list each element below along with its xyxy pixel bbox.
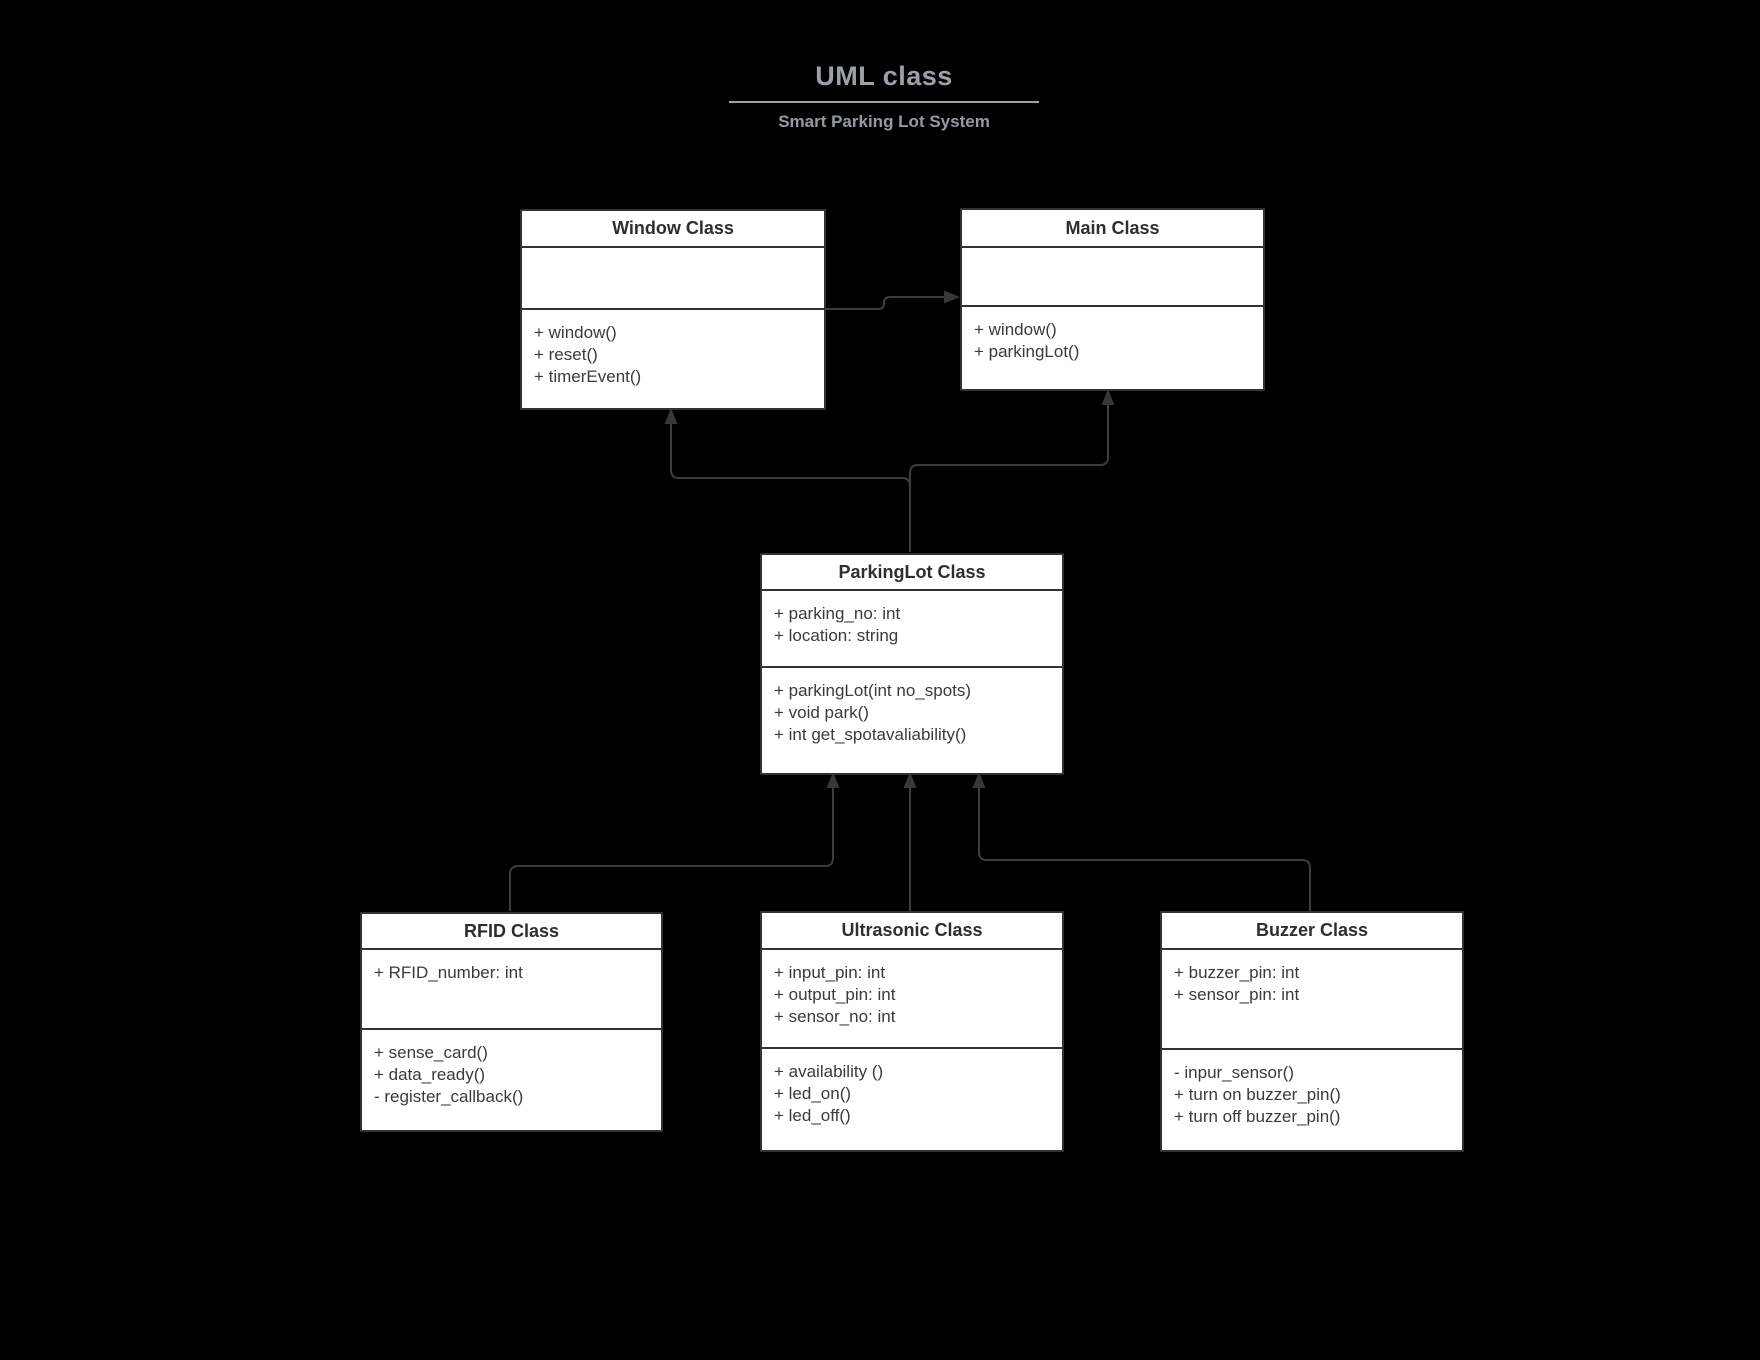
method-line: + int get_spotavaliability() xyxy=(774,725,967,744)
page-title: UML class xyxy=(815,61,953,91)
attribute-line: + input_pin: int xyxy=(774,963,886,982)
method-line: + reset() xyxy=(534,345,598,364)
method-line: + window() xyxy=(534,323,617,342)
method-line: + data_ready() xyxy=(374,1065,486,1084)
class-box-ultrasonic: Ultrasonic Class + input_pin: int + output… xyxy=(760,911,1064,1152)
attribute-line: + sensor_no: int xyxy=(774,1007,896,1026)
class-window-methods: + window() + reset() + timerEvent() xyxy=(522,310,824,408)
method-line: + turn off buzzer_pin() xyxy=(1174,1107,1341,1126)
attribute-line: + sensor_pin: int xyxy=(1174,985,1300,1004)
class-title-rfid: RFID Class xyxy=(362,914,661,950)
method-line: + parkingLot() xyxy=(974,342,1080,361)
method-line: - register_callback() xyxy=(374,1087,524,1106)
class-box-rfid: RFID Class + RFID_number: int + sense_card… xyxy=(360,912,663,1132)
class-window-attributes xyxy=(522,248,824,310)
class-parkinglot-methods: + parkingLot(int no_spots) + void park() +… xyxy=(762,668,1062,773)
class-main-methods: + window() + parkingLot() xyxy=(962,307,1263,389)
arrowhead-window-to-main xyxy=(944,290,960,304)
class-main-attributes xyxy=(962,248,1263,307)
method-line: + timerEvent() xyxy=(534,367,642,386)
method-line: - inpur_sensor() xyxy=(1174,1063,1294,1082)
diagram-header: UML class Smart Parking Lot System xyxy=(584,60,1184,132)
class-parkinglot-attributes: + parking_no: int + location: string xyxy=(762,591,1062,668)
attribute-line: + RFID_number: int xyxy=(374,963,523,982)
attribute-line: + buzzer_pin: int xyxy=(1174,963,1300,982)
class-title-parkinglot: ParkingLot Class xyxy=(762,555,1062,591)
class-title-main: Main Class xyxy=(962,210,1263,248)
method-line: + availability () xyxy=(774,1062,884,1081)
page-subtitle: Smart Parking Lot System xyxy=(778,112,990,131)
method-line: + void park() xyxy=(774,703,869,722)
class-ultrasonic-attributes: + input_pin: int + output_pin: int + senso… xyxy=(762,950,1062,1049)
method-line: + window() xyxy=(974,320,1057,339)
class-box-main: Main Class + window() + parkingLot() xyxy=(960,208,1265,391)
class-box-buzzer: Buzzer Class + buzzer_pin: int + sensor_pi… xyxy=(1160,911,1464,1152)
connector-rfid-to-parkinglot xyxy=(509,785,834,911)
method-line: + led_on() xyxy=(774,1084,852,1103)
class-ultrasonic-methods: + availability () + led_on() + led_off() xyxy=(762,1049,1062,1150)
attribute-line: + parking_no: int xyxy=(774,604,901,623)
method-line: + parkingLot(int no_spots) xyxy=(774,681,972,700)
class-buzzer-attributes: + buzzer_pin: int + sensor_pin: int xyxy=(1162,950,1462,1050)
connector-window-to-main xyxy=(825,296,947,310)
connector-parkinglot-to-window xyxy=(670,421,911,552)
connector-buzzer-to-parkinglot xyxy=(978,785,1311,911)
class-title-buzzer: Buzzer Class xyxy=(1162,913,1462,950)
method-line: + sense_card() xyxy=(374,1043,488,1062)
class-rfid-attributes: + RFID_number: int xyxy=(362,950,661,1030)
connector-parkinglot-to-main xyxy=(909,402,1109,552)
class-title-ultrasonic: Ultrasonic Class xyxy=(762,913,1062,950)
class-box-window: Window Class + window() + reset() + timerEv… xyxy=(520,209,826,410)
method-line: + turn on buzzer_pin() xyxy=(1174,1085,1341,1104)
class-rfid-methods: + sense_card() + data_ready() - register_c… xyxy=(362,1030,661,1130)
class-box-parkinglot: ParkingLot Class + parking_no: int + locat… xyxy=(760,553,1064,775)
method-line: + led_off() xyxy=(774,1106,851,1125)
arrowhead-parkinglot-to-main xyxy=(1101,389,1115,405)
class-title-window: Window Class xyxy=(522,211,824,248)
arrowhead-parkinglot-to-window xyxy=(664,408,678,424)
title-underline xyxy=(729,101,1039,103)
attribute-line: + location: string xyxy=(774,626,899,645)
class-buzzer-methods: - inpur_sensor() + turn on buzzer_pin() + … xyxy=(1162,1050,1462,1150)
attribute-line: + output_pin: int xyxy=(774,985,896,1004)
